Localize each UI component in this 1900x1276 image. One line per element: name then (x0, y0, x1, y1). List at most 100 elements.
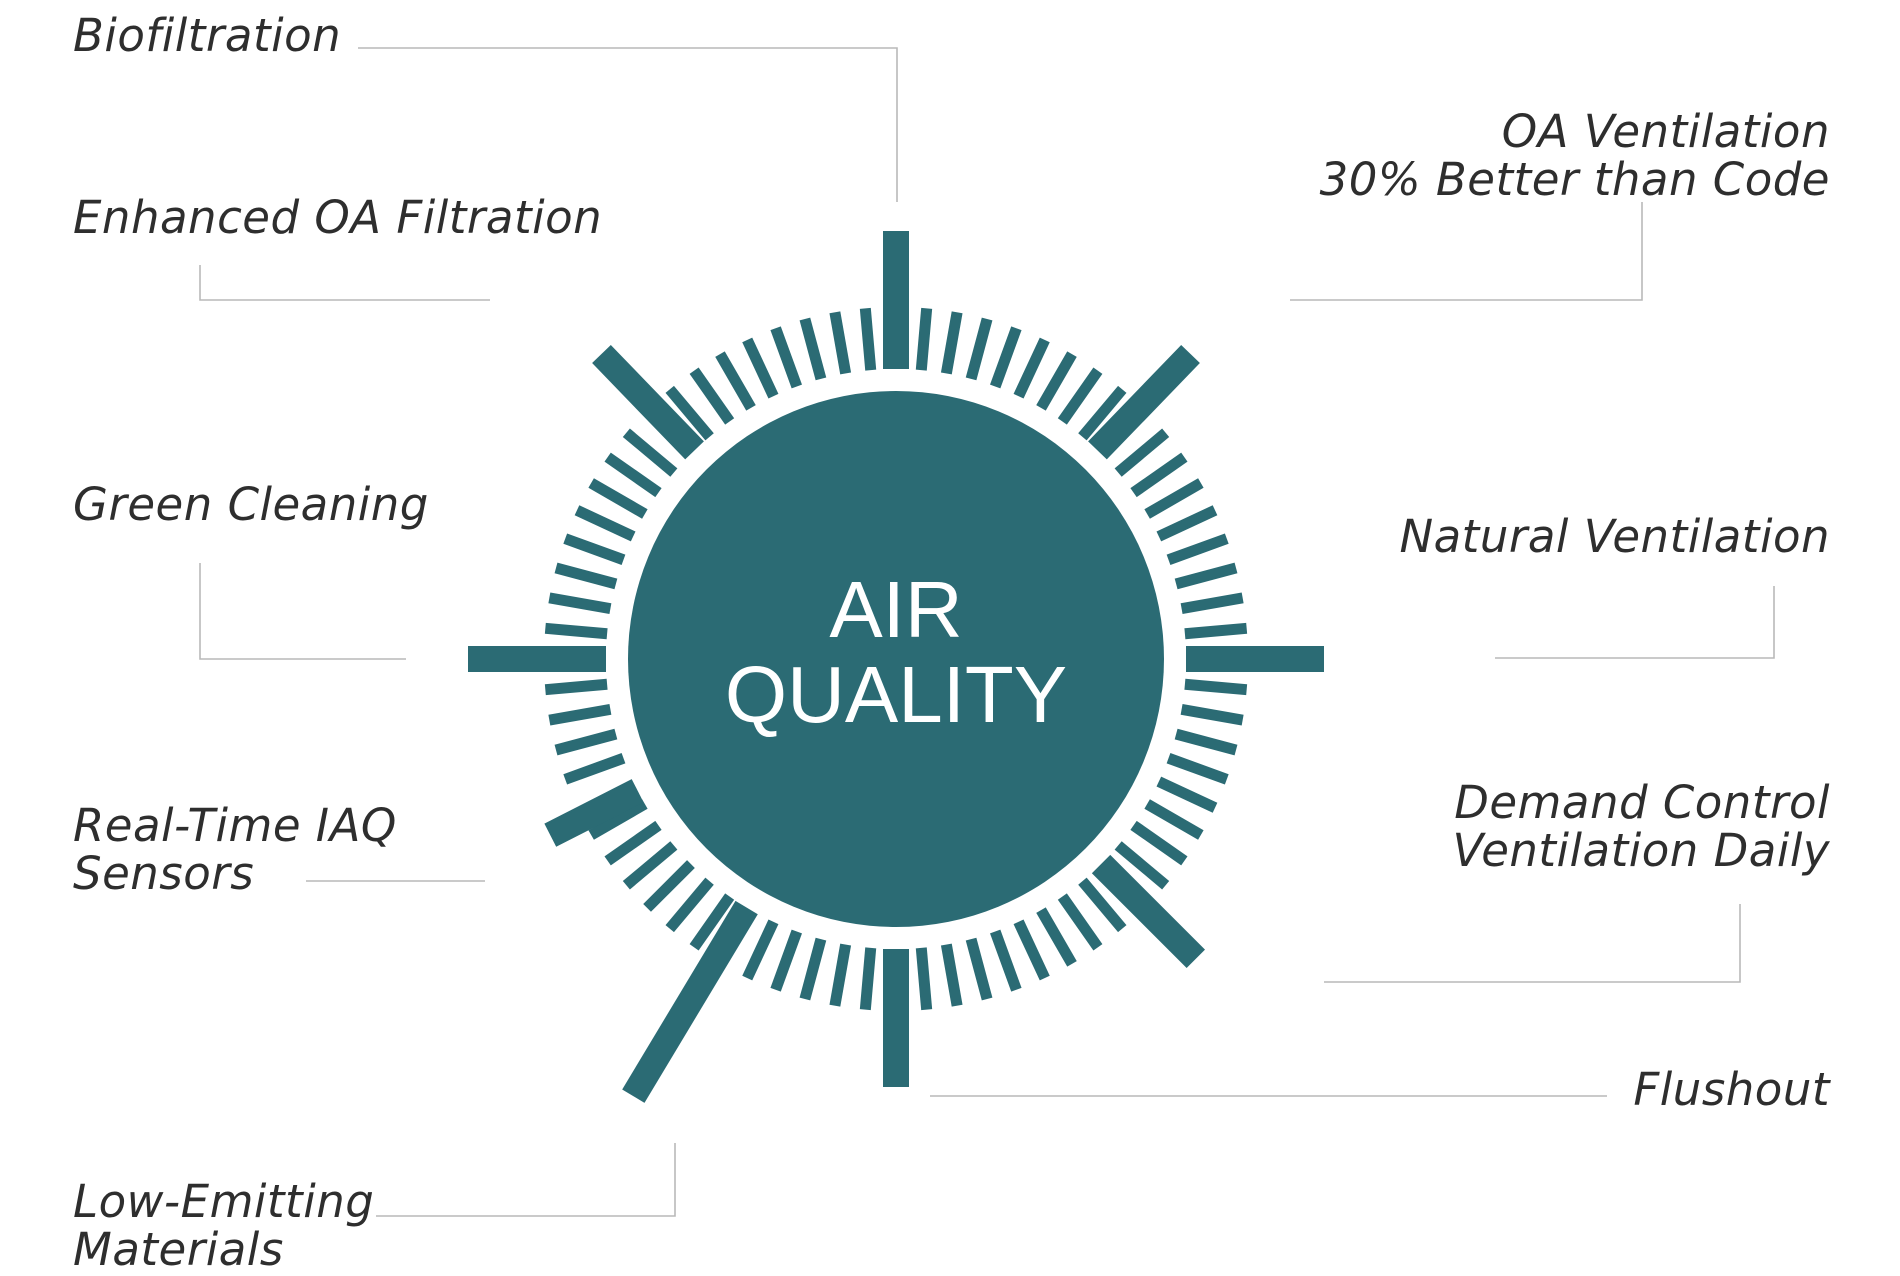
feature-spoke (1186, 646, 1324, 672)
feature-spoke (883, 949, 909, 1087)
label-line: Natural Ventilation (1399, 510, 1830, 563)
tick-mark (1013, 919, 1050, 981)
label-low-emitting-materials: Low-Emitting Materials (73, 1178, 374, 1274)
label-green-cleaning: Green Cleaning (73, 481, 429, 529)
tick-mark (915, 947, 933, 1011)
tick-mark (563, 753, 626, 785)
tick-mark (604, 820, 662, 866)
tick-mark (1144, 799, 1204, 840)
tick-mark (940, 311, 963, 375)
tick-mark (554, 562, 618, 590)
tick-mark (1166, 533, 1229, 565)
tick-mark (1184, 678, 1248, 696)
tick-mark (1036, 351, 1077, 411)
tick-mark (1078, 877, 1127, 933)
tick-mark (1114, 841, 1170, 890)
label-line: Materials (73, 1223, 284, 1276)
center-title-line1: AIR (829, 565, 962, 654)
tick-mark (665, 877, 714, 933)
tick-mark (622, 428, 678, 477)
tick-mark (604, 452, 662, 498)
tick-mark (1144, 478, 1204, 519)
tick-mark (1180, 703, 1244, 726)
tick-mark (1156, 505, 1218, 542)
label-line: Biofiltration (73, 9, 342, 62)
tick-mark (965, 937, 993, 1001)
tick-mark (689, 893, 735, 951)
tick-mark (742, 919, 779, 981)
label-line: OA Ventilation (1501, 105, 1830, 158)
leader-green-cleaning (199, 563, 406, 660)
tick-mark (799, 317, 827, 381)
tick-mark (588, 799, 648, 840)
tick-mark (1036, 907, 1077, 967)
tick-mark (1166, 753, 1229, 785)
feature-spoke (468, 646, 606, 672)
tick-mark (1057, 893, 1103, 951)
label-biofiltration: Biofiltration (73, 12, 341, 60)
tick-mark (544, 622, 608, 640)
feature-spoke (622, 900, 758, 1103)
air-quality-core-circle (628, 391, 1164, 927)
label-line: Real-Time IAQ (73, 799, 397, 852)
leader-enhanced-oa-filtration (199, 265, 490, 301)
tick-mark (1013, 337, 1050, 399)
leader-low-emitting-materials (376, 1143, 676, 1217)
tick-mark (1130, 820, 1188, 866)
tick-mark (859, 947, 877, 1011)
tick-mark (770, 929, 802, 992)
label-enhanced-oa-filtration: Enhanced OA Filtration (73, 194, 602, 242)
tick-mark (742, 337, 779, 399)
center-title-line2: QUALITY (725, 650, 1067, 739)
tick-mark (990, 326, 1022, 389)
tick-mark (665, 385, 714, 441)
tick-mark (1156, 776, 1218, 813)
feature-spoke (1091, 854, 1206, 969)
leader-biofiltration (358, 47, 898, 202)
label-natural-ventilation: Natural Ventilation (1399, 513, 1830, 561)
tick-mark (548, 703, 612, 726)
tick-mark (940, 943, 963, 1007)
feature-spoke (592, 344, 704, 460)
label-line: Demand Control (1454, 776, 1830, 829)
tick-mark (859, 307, 877, 371)
label-line: Ventilation Daily (1452, 824, 1830, 877)
tick-mark (544, 678, 608, 696)
tick-mark (563, 533, 626, 565)
tick-mark (799, 937, 827, 1001)
tick-mark (715, 351, 756, 411)
tick-mark (1180, 592, 1244, 615)
tick-mark (1184, 622, 1248, 640)
feature-spoke (1088, 344, 1200, 460)
label-line: 30% Better than Code (1319, 153, 1830, 206)
tick-mark (574, 505, 636, 542)
tick-ring (468, 231, 1324, 1103)
tick-mark (829, 943, 852, 1007)
label-line: Flushout (1633, 1063, 1830, 1116)
tick-mark (1078, 385, 1127, 441)
label-demand-control-ventilation: Demand Control Ventilation Daily (1453, 779, 1830, 875)
tick-mark (1130, 452, 1188, 498)
leader-demand-control-ventilation (1324, 904, 1741, 983)
tick-mark (1057, 367, 1103, 425)
tick-mark (689, 367, 735, 425)
tick-mark (554, 728, 618, 756)
tick-mark (548, 592, 612, 615)
tick-mark (965, 317, 993, 381)
tick-mark (622, 841, 678, 890)
label-line: Enhanced OA Filtration (73, 191, 603, 244)
label-flushout: Flushout (1633, 1066, 1830, 1114)
tick-mark (1174, 562, 1238, 590)
tick-mark (990, 929, 1022, 992)
feature-spoke (544, 779, 644, 847)
label-line: Green Cleaning (73, 478, 429, 531)
label-line: Sensors (73, 847, 255, 900)
label-oa-ventilation: OA Ventilation 30% Better than Code (1320, 108, 1830, 204)
tick-mark (915, 307, 933, 371)
label-real-time-iaq-sensors: Real-Time IAQ Sensors (73, 802, 397, 898)
tick-mark (1114, 428, 1170, 477)
tick-mark (588, 478, 648, 519)
label-line: Low-Emitting (73, 1175, 375, 1228)
